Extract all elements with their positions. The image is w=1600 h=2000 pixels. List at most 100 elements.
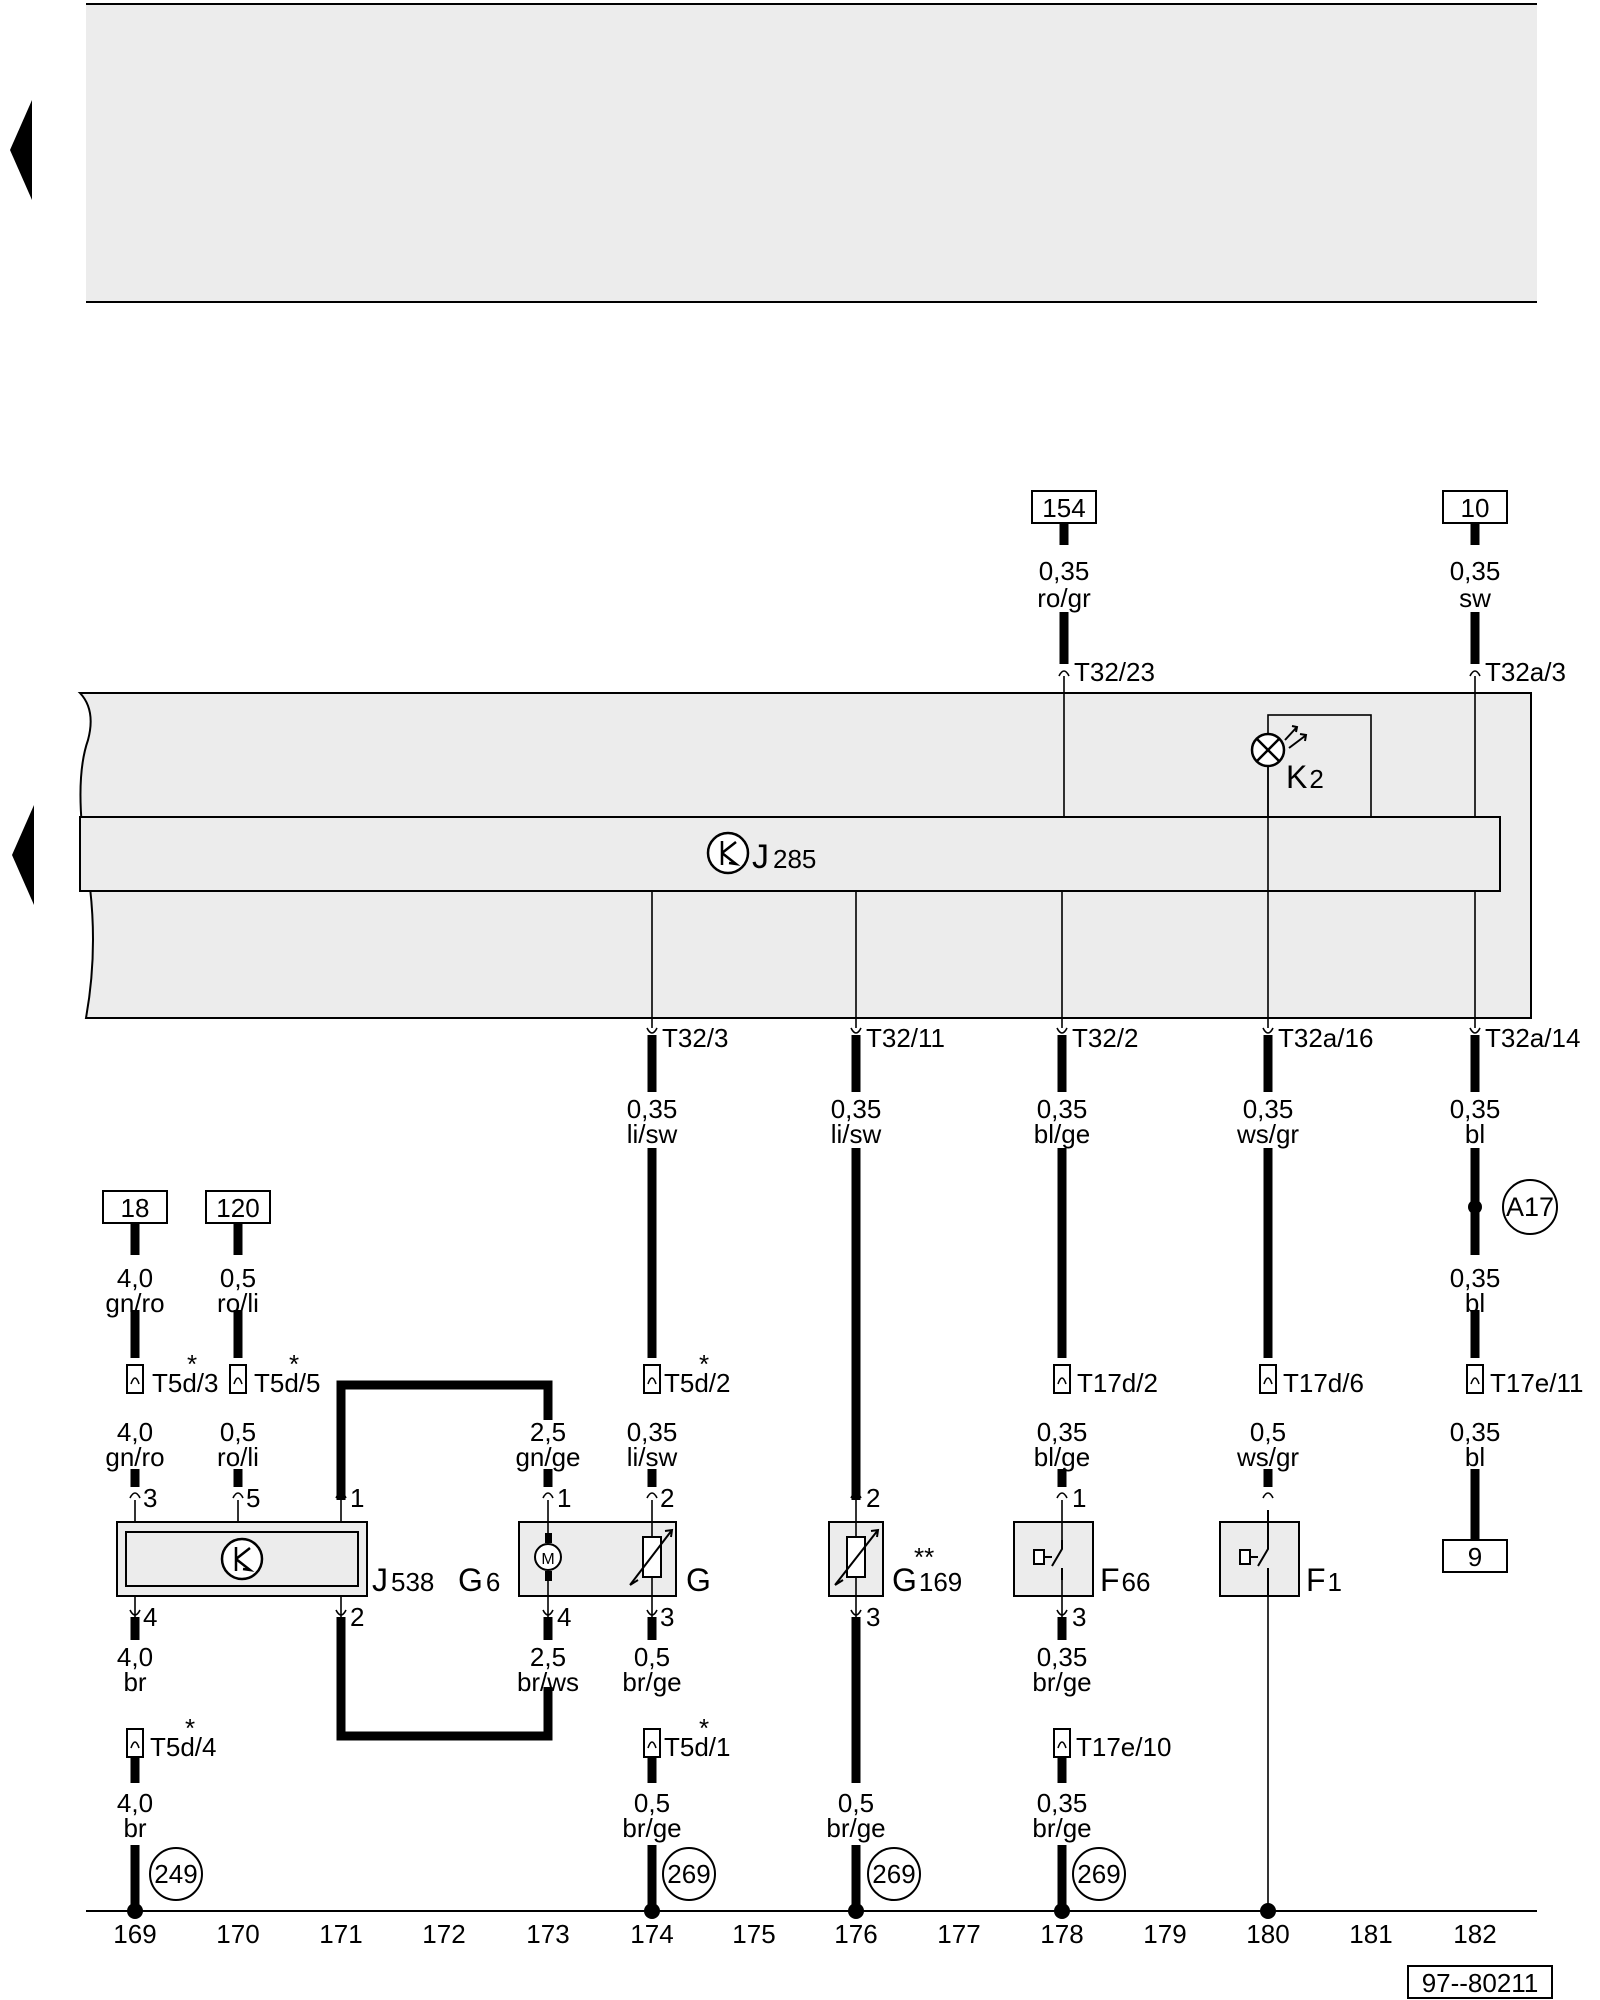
inline-connectors-upper: T5d/3 * T5d/5 * T5d/2 * T17d/2 T17d/6 T1… <box>126 1349 1583 1398</box>
svg-text:0,35: 0,35 <box>831 1094 882 1124</box>
svg-text:172: 172 <box>422 1919 465 1949</box>
svg-text:269: 269 <box>872 1859 915 1889</box>
ref-18: 18 <box>102 1190 168 1224</box>
svg-text:br: br <box>123 1667 146 1697</box>
svg-text:*: * <box>699 1713 709 1743</box>
svg-text:br/ge: br/ge <box>622 1667 681 1697</box>
svg-text:T32/3: T32/3 <box>662 1023 729 1053</box>
warning-lamp-label: K2 <box>1286 759 1324 795</box>
inline-connectors-lower: T5d/4 * T5d/1 * T17e/10 <box>126 1713 1171 1783</box>
svg-text:bl/ge: bl/ge <box>1034 1442 1090 1472</box>
svg-text:97--80211: 97--80211 <box>1422 1968 1539 1998</box>
ground-ref-269-176: 269 <box>867 1847 921 1901</box>
component-pin-stubs <box>129 1492 1274 1617</box>
svg-text:F66: F66 <box>1100 1562 1150 1598</box>
svg-text:G: G <box>686 1562 711 1598</box>
svg-text:177: 177 <box>937 1919 980 1949</box>
svg-text:M: M <box>541 1551 554 1568</box>
svg-text:br: br <box>123 1813 146 1843</box>
svg-text:bl/ge: bl/ge <box>1034 1119 1090 1149</box>
svg-text:bl: bl <box>1465 1288 1485 1318</box>
electronic-module-icon-arrow <box>720 841 741 866</box>
ground-dots <box>127 1903 1276 1919</box>
scale-numbers: 169 170 171 172 173 174 175 176 177 178 … <box>113 1919 1496 1949</box>
top-ref-10: 10 0,35 sw T32a/3 <box>1442 490 1566 817</box>
svg-text:ro/gr: ro/gr <box>1037 583 1091 613</box>
svg-text:3: 3 <box>660 1602 674 1632</box>
svg-text:4,0: 4,0 <box>117 1642 153 1672</box>
svg-text:gn/ro: gn/ro <box>105 1288 164 1318</box>
svg-text:2: 2 <box>350 1602 364 1632</box>
svg-text:br/ge: br/ge <box>1032 1667 1091 1697</box>
bottom-connector-row: T32/3 T32/11 T32/2 T32a/16 T32a/14 0,35 … <box>627 1023 1581 1149</box>
svg-text:br/ws: br/ws <box>517 1667 579 1697</box>
page-marker-arrow-top <box>10 100 32 200</box>
svg-text:2: 2 <box>660 1483 674 1513</box>
svg-text:4,0: 4,0 <box>117 1263 153 1293</box>
svg-text:4,0: 4,0 <box>117 1417 153 1447</box>
svg-text:170: 170 <box>216 1919 259 1949</box>
electronic-module-icon <box>706 831 750 875</box>
svg-text:br/ge: br/ge <box>1032 1813 1091 1843</box>
top-ref-154: 154 0,35 ro/gr T32/23 <box>1031 490 1155 817</box>
svg-text:0,35: 0,35 <box>1037 1417 1088 1447</box>
svg-text:T17d/6: T17d/6 <box>1283 1368 1364 1398</box>
svg-text:178: 178 <box>1040 1919 1083 1949</box>
svg-text:T32a/3: T32a/3 <box>1485 657 1566 687</box>
ground-ref-269-174: 269 <box>662 1847 716 1901</box>
warning-lamp-cross <box>1256 738 1280 762</box>
svg-text:T32/23: T32/23 <box>1074 657 1155 687</box>
svg-text:*: * <box>699 1349 709 1379</box>
svg-text:173: 173 <box>526 1919 569 1949</box>
svg-text:bl: bl <box>1465 1442 1485 1472</box>
svg-text:4: 4 <box>143 1602 157 1632</box>
svg-text:A17: A17 <box>1506 1192 1554 1222</box>
svg-text:174: 174 <box>630 1919 673 1949</box>
drawing-number: 97--80211 <box>1407 1965 1553 1999</box>
svg-text:T17d/2: T17d/2 <box>1077 1368 1158 1398</box>
header-panel <box>86 4 1537 302</box>
pin-numbers: 3 5 1 1 2 2 1 4 2 4 3 3 3 <box>143 1483 1086 1632</box>
svg-text:0,35: 0,35 <box>1037 1094 1088 1124</box>
svg-text:*: * <box>187 1349 197 1379</box>
svg-text:gn/ge: gn/ge <box>515 1442 580 1472</box>
svg-text:1: 1 <box>1072 1483 1086 1513</box>
svg-text:T5d/3: T5d/3 <box>152 1368 219 1398</box>
wire-labels: 4,0 gn/ro 0,5 ro/li 0,35 bl 4,0 gn/ro 0,… <box>105 1263 1500 1843</box>
svg-text:T32a/14: T32a/14 <box>1485 1023 1580 1053</box>
svg-text:li/sw: li/sw <box>627 1442 678 1472</box>
svg-text:249: 249 <box>154 1859 197 1889</box>
svg-text:4,0: 4,0 <box>117 1788 153 1818</box>
svg-text:3: 3 <box>1072 1602 1086 1632</box>
svg-text:G6: G6 <box>458 1562 500 1598</box>
svg-text:ws/gr: ws/gr <box>1236 1119 1299 1149</box>
svg-text:bl: bl <box>1465 1119 1485 1149</box>
svg-text:179: 179 <box>1143 1919 1186 1949</box>
svg-text:T32a/16: T32a/16 <box>1278 1023 1373 1053</box>
svg-text:1: 1 <box>350 1483 364 1513</box>
svg-text:3: 3 <box>143 1483 157 1513</box>
svg-text:176: 176 <box>834 1919 877 1949</box>
svg-text:0,35: 0,35 <box>627 1094 678 1124</box>
ground-ref-249: 249 <box>149 1847 203 1901</box>
svg-text:9: 9 <box>1468 1542 1482 1572</box>
svg-text:*: * <box>185 1713 195 1743</box>
svg-text:0,35: 0,35 <box>1450 1094 1501 1124</box>
svg-text:2,5: 2,5 <box>530 1417 566 1447</box>
svg-text:0,35: 0,35 <box>1450 1263 1501 1293</box>
svg-text:T17e/10: T17e/10 <box>1076 1732 1171 1762</box>
svg-text:li/sw: li/sw <box>627 1119 678 1149</box>
svg-text:5: 5 <box>246 1483 260 1513</box>
svg-text:T5d/2: T5d/2 <box>664 1368 731 1398</box>
svg-text:sw: sw <box>1459 583 1491 613</box>
junction-a17: A17 <box>1468 1179 1558 1235</box>
svg-text:G169: G169 <box>892 1562 962 1598</box>
svg-text:18: 18 <box>121 1193 150 1223</box>
svg-text:T17e/11: T17e/11 <box>1490 1368 1583 1398</box>
svg-text:0,35: 0,35 <box>1450 556 1501 586</box>
svg-text:0,5: 0,5 <box>634 1788 670 1818</box>
